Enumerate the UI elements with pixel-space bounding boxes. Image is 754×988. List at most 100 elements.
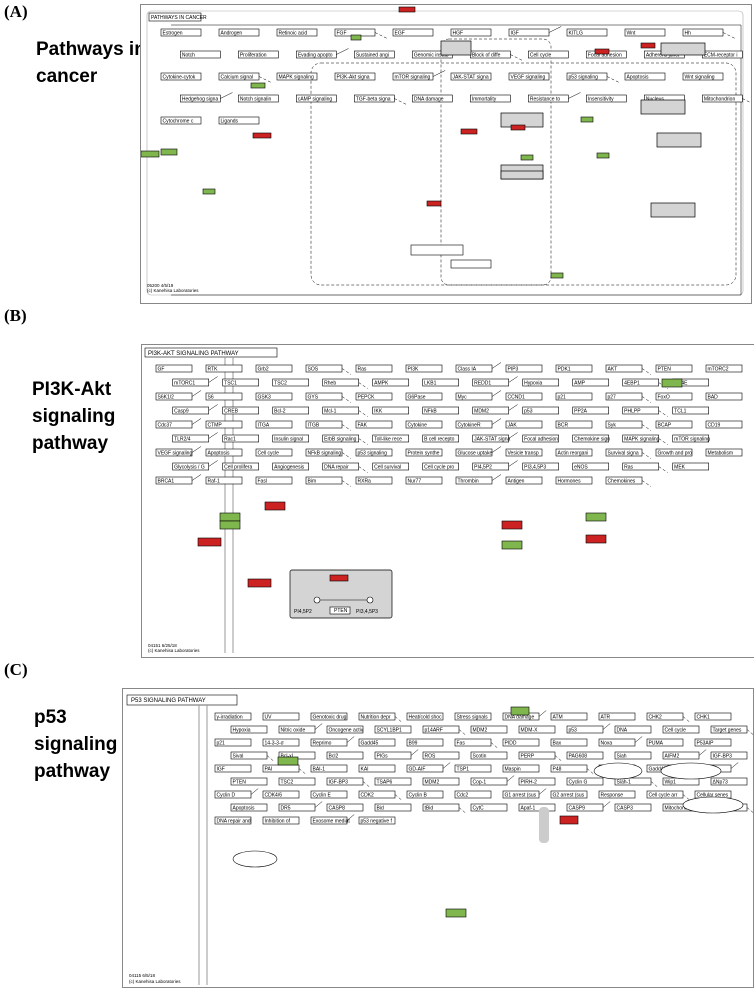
pathway-node <box>326 803 364 812</box>
pathway-node-label: Casp9 <box>174 408 189 414</box>
pathway-node-label: Nitric oxide <box>281 727 306 733</box>
pathway-node-label: AKT <box>608 366 618 372</box>
pathway-node-label: Mitochondrion <box>704 96 736 102</box>
pathway-node <box>622 378 659 387</box>
pathway-node <box>518 725 556 734</box>
pathway-node-label: Cyclin E <box>313 792 332 798</box>
pathway-node <box>276 72 318 81</box>
pathway-node-label: Chemokine sign <box>574 436 610 442</box>
pathway-node-label: Apoptosis <box>208 450 230 456</box>
pathway-edge <box>602 723 611 730</box>
pathway-node <box>160 72 202 81</box>
pathway-node <box>406 790 444 799</box>
pathway-node-label: PI4,5P2 <box>474 464 492 470</box>
pathway-node-label: Cell survival <box>374 464 401 470</box>
pathway-node-label: Cytochrome c <box>163 118 194 124</box>
panel-c-letter: (C) <box>4 660 28 679</box>
pathway-edge <box>362 781 371 788</box>
pathway-node-label: CytokineR <box>458 422 481 428</box>
pathway-edge <box>314 723 323 730</box>
pathway-node <box>470 94 511 103</box>
pathway-node <box>555 448 593 457</box>
pathway-node-label: Sustained angi <box>356 52 389 58</box>
pathway-node <box>310 764 348 773</box>
pathway-node <box>334 72 376 81</box>
pathway-node <box>622 434 659 443</box>
pathway-node-label: Vesicle transp <box>508 450 539 456</box>
pathway-node-label: Retinoic acid <box>279 30 308 36</box>
panel-c-title: p53 signaling pathway <box>34 707 118 782</box>
pathway-node-label: Evading apopto <box>298 52 333 58</box>
pathway-edge <box>346 814 355 821</box>
pathway-node-label: Fas <box>457 740 466 746</box>
pathway-node-label: γ-irradiation <box>217 714 243 720</box>
pathway-node-label: Cytokine-cytok <box>163 74 196 80</box>
pathway-node-label: Ras <box>624 464 633 470</box>
pathway-node-label: Survival signa <box>608 450 639 456</box>
pathway-node-label: CASP3 <box>617 805 634 811</box>
pathway-node-label: PEPCK <box>358 394 376 400</box>
pathway-node <box>450 28 492 37</box>
pathway-node-label: JAK-STAT signa <box>453 74 489 80</box>
pathway-node <box>160 28 202 37</box>
pathway-node-label: p53 <box>524 408 533 414</box>
pathway-node <box>222 462 259 471</box>
pathway-node <box>566 751 604 760</box>
svg-text:PTEN: PTEN <box>334 608 348 614</box>
pathway-node-label: AMP <box>574 380 586 386</box>
pathway-edge <box>650 781 659 788</box>
pathway-node-label: G1 arrest (sus <box>505 792 537 798</box>
pathway-node-label: TCL1 <box>674 408 686 414</box>
pathway-node <box>205 448 243 457</box>
pathway-node-label: Cyclin B <box>409 792 428 798</box>
pathway-edge <box>250 788 259 795</box>
pathway-node-label: Antigen <box>508 478 525 484</box>
pathway-node <box>214 712 252 721</box>
pathway-node-label: Stress signals <box>457 714 489 720</box>
pathway-node-label: PDK1 <box>558 366 571 372</box>
pathway-node <box>214 816 252 825</box>
pathway-node-label: Apaf-1 <box>521 805 536 811</box>
pathway-node-label: GF <box>158 366 165 372</box>
pathway-edge <box>658 466 668 473</box>
pathway-node <box>566 777 604 786</box>
pathway-edge <box>491 446 502 453</box>
pathway-node-label: Siah-1 <box>617 779 632 785</box>
pathway-node-label: B99 <box>409 740 418 746</box>
pathway-node-label: Raf-1 <box>208 478 220 484</box>
pathway-node-label: PTEN <box>233 779 247 785</box>
pathway-node-label: Block of diffe <box>472 52 501 58</box>
pathway-node-label: mTOR signaling <box>395 74 431 80</box>
pathway-edge <box>358 466 368 473</box>
pathway-node <box>454 764 492 773</box>
pathway-node-label: KITLG <box>569 30 584 36</box>
pathway-node-label: DNA damage <box>505 714 535 720</box>
pathway-node <box>566 28 608 37</box>
pathway-node-label: Resistance to <box>530 96 561 102</box>
pathway-node-label: Insulin signal <box>274 436 303 442</box>
panel-b-letter: (B) <box>4 306 27 325</box>
pathway-node-label: VEGF signaling <box>158 450 193 456</box>
pathway-node <box>255 448 293 457</box>
pathway-node <box>262 816 300 825</box>
pathway-node-label: TSC2 <box>274 380 287 386</box>
pathway-node <box>555 364 593 373</box>
pathway-node-label: Thrombin <box>458 478 479 484</box>
pathway-node <box>518 803 556 812</box>
pathway-node-label: FAK <box>358 422 368 428</box>
pathway-node <box>372 462 409 471</box>
pathway-node-label: IKK <box>374 408 383 414</box>
pathway-node-label: HGF <box>453 30 464 36</box>
pathway-node-label: p21 <box>558 394 567 400</box>
pathway-node-label: Bcl2 <box>329 753 339 759</box>
pathway-node-label: DNA repair <box>324 464 349 470</box>
pathway-node <box>262 712 300 721</box>
pathway-node-label: S6K1/2 <box>158 394 175 400</box>
pathway-edge <box>634 736 643 743</box>
pathway-node-label: p53 <box>569 727 578 733</box>
pathway-edge <box>298 768 307 775</box>
pathway-edge <box>641 396 652 403</box>
pathway-node <box>272 434 309 443</box>
pathway-node-label: Ligands <box>221 118 239 124</box>
